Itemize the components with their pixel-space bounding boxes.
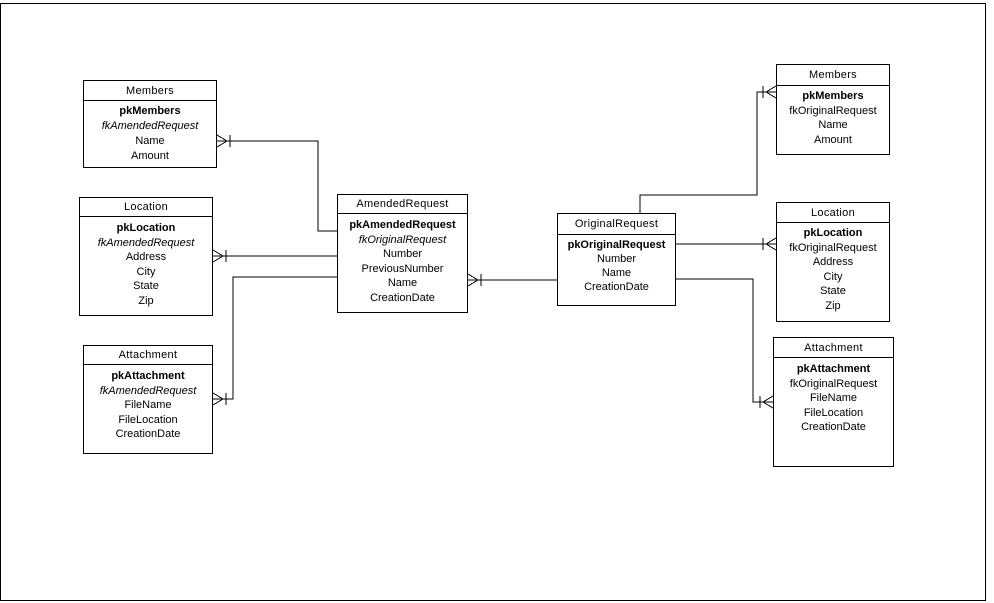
entity-field: FileName [809,392,858,405]
entity-field: Number [382,248,423,261]
entity-field: PreviousNumber [361,262,444,275]
entity-field: Address [812,256,854,269]
entity-field: State [133,280,159,293]
entity-field: Zip [825,299,841,312]
crow-foot-many-icon [212,392,224,406]
entity-title: Location [777,203,889,223]
entity-field: Address [125,251,167,264]
entity-field: FileLocation [803,406,864,419]
relationship-line [227,140,337,232]
entity-field: FileName [124,399,172,412]
relationship-line [223,276,337,400]
entity-amended-request: AmendedRequest pkAmendedRequest fkOriginal… [337,194,468,313]
crow-foot-many-icon [762,395,774,409]
entity-field: FileLocation [118,413,178,426]
entity-field: Number [596,253,637,265]
entity-title: Members [84,81,216,101]
entity-field: Name [601,267,632,279]
entity-title: Attachment [774,338,893,358]
entity-field: Zip [138,294,154,307]
entity-field: pkAttachment [796,363,871,375]
entity-field: pkMembers [802,90,864,102]
entity-field: Name [387,277,418,290]
entity-title: AmendedRequest [338,195,467,214]
entity-field: fkAmendedRequest [97,236,195,249]
entity-field: fkOriginalRequest [358,233,447,246]
entity-field: fkOriginalRequest [789,377,878,390]
entity-field: City [136,265,156,278]
relationship-line [676,278,763,403]
entity-field: fkAmendedRequest [101,120,199,132]
entity-field: Amount [131,150,169,162]
crow-foot-many-icon [212,249,224,263]
entity-field: pkOriginalRequest [567,239,666,251]
crow-foot-many-icon [216,134,228,148]
entity-field: pkMembers [119,105,181,117]
entity-title: Location [80,198,212,217]
entity-title: Attachment [84,346,212,365]
entity-title: OriginalRequest [558,214,675,235]
entity-field: CreationDate [801,421,866,434]
entity-field: CreationDate [370,291,435,304]
relationship-line [639,91,766,213]
entity-field: State [820,285,846,298]
entity-field: CreationDate [584,281,649,293]
entity-field: pkAttachment [111,370,185,382]
entity-title: Members [777,65,889,86]
entity-field: fkAmendedRequest [99,384,197,397]
entity-field: fkOriginalRequest [789,241,877,254]
crow-foot-many-icon [765,237,777,251]
entity-field: CreationDate [115,428,181,441]
entity-field: pkLocation [116,222,176,234]
entity-field: Amount [814,133,852,146]
entity-field: City [823,270,843,283]
entity-field: Name [135,135,165,147]
entity-field: fkOriginalRequest [789,104,877,117]
crow-foot-many-icon [467,273,479,287]
entity-field: pkLocation [803,227,863,239]
crow-foot-many-icon [765,85,777,99]
entity-field: Name [818,119,848,132]
entity-field: pkAmendedRequest [349,219,456,231]
